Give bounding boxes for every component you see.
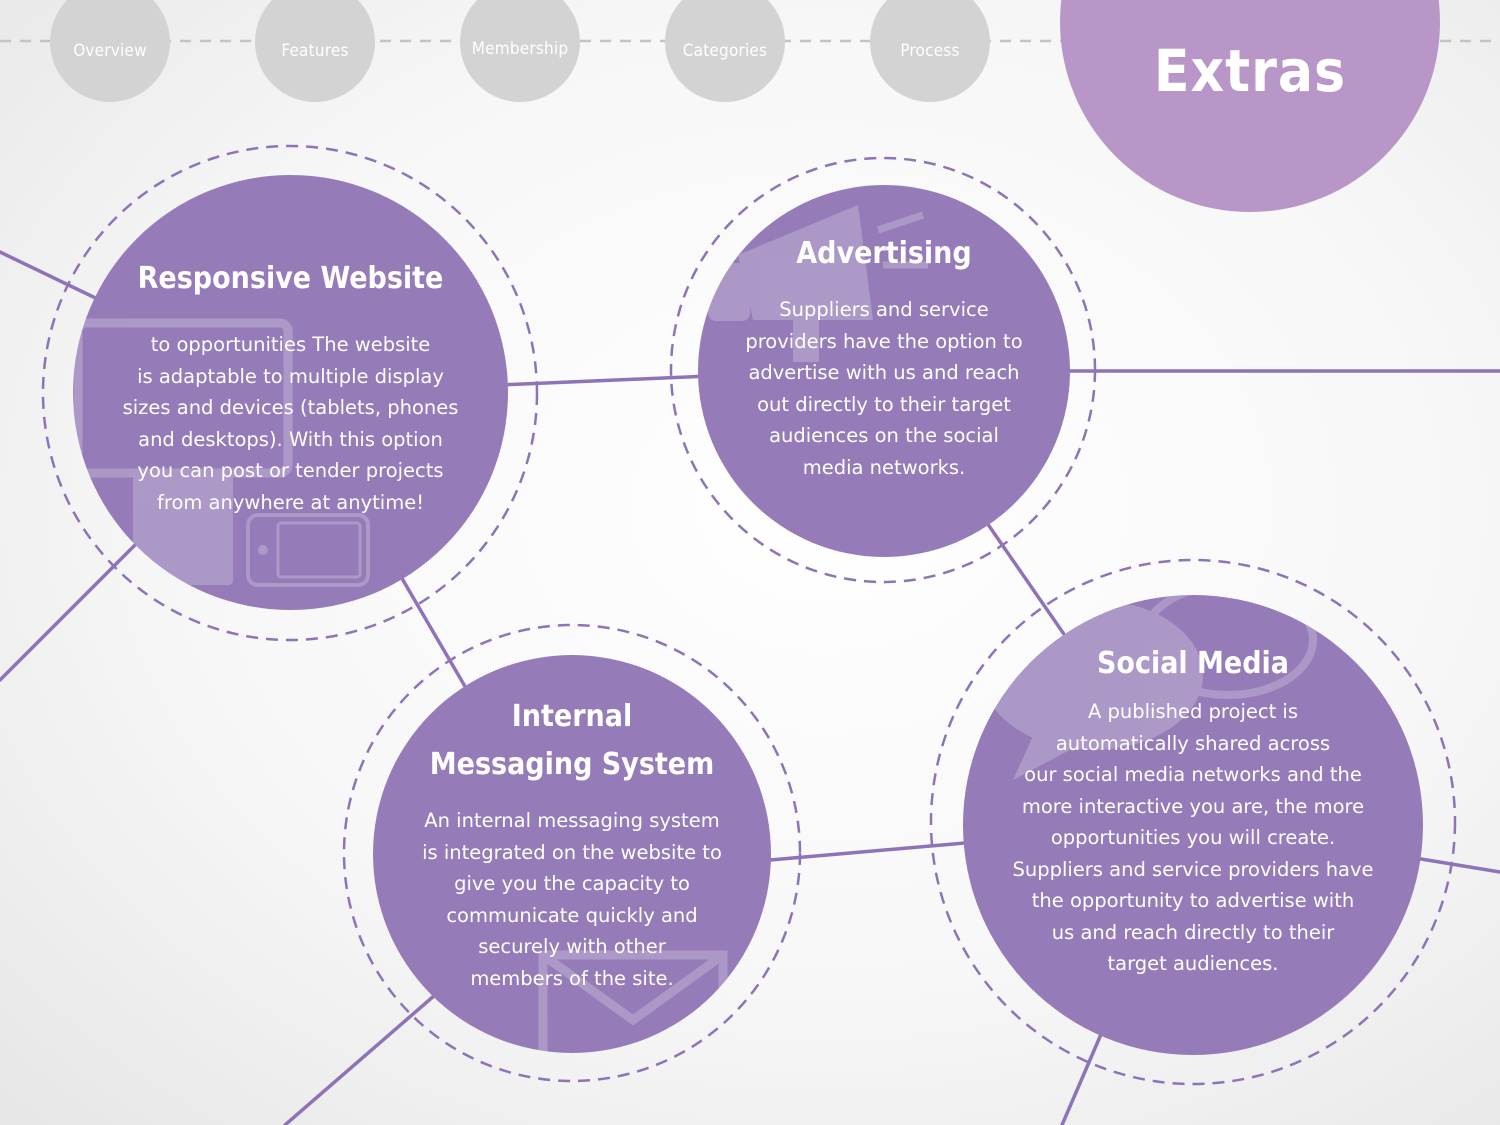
ring-responsive bbox=[41, 144, 539, 642]
feature-description: Suppliers and service providers have the… bbox=[745, 298, 1023, 479]
connector-left-bottom bbox=[0, 538, 142, 682]
nav-item-label: Overview bbox=[73, 41, 147, 61]
speech-bubbles-icon bbox=[983, 595, 1317, 780]
nav-item-categories[interactable]: Categories bbox=[665, 0, 785, 102]
nav-item-label: Process bbox=[900, 41, 960, 61]
feature-description: A published project is automatically sha… bbox=[1012, 700, 1374, 975]
devices-icon bbox=[73, 318, 370, 587]
feature-advertising: Advertising Suppliers and service provid… bbox=[698, 185, 1070, 557]
feature-title: Social Media bbox=[1096, 646, 1289, 681]
nav-item-overview[interactable]: Overview bbox=[50, 0, 170, 102]
connector-left-top bbox=[0, 250, 112, 307]
nav-item-membership[interactable]: Membership bbox=[460, 0, 580, 102]
feature-description: to opportunities The website is adaptabl… bbox=[122, 333, 459, 514]
feature-internal-messaging: Internal Messaging System An internal me… bbox=[373, 655, 771, 1053]
ring-social bbox=[929, 558, 1457, 1086]
connector-responsive-advertising bbox=[498, 374, 712, 387]
ring-messaging bbox=[342, 623, 802, 1083]
ring-advertising bbox=[669, 156, 1097, 584]
nav-item-label: Features bbox=[281, 41, 349, 61]
nav-item-features[interactable]: Features bbox=[255, 0, 375, 102]
envelope-icon bbox=[538, 950, 728, 1053]
feature-responsive-website: Responsive Website to opportunities The … bbox=[73, 175, 508, 610]
connector-responsive-messaging bbox=[398, 573, 472, 697]
feature-title: Advertising bbox=[796, 236, 972, 271]
megaphone-icon bbox=[708, 205, 928, 362]
connector-messaging-bottom bbox=[283, 993, 437, 1125]
feature-title: Internal Messaging System bbox=[429, 699, 715, 782]
connector-messaging-social bbox=[768, 841, 967, 862]
connector-social-right bbox=[1413, 856, 1500, 874]
feature-title: Responsive Website bbox=[137, 261, 444, 296]
feature-description: An internal messaging system is integrat… bbox=[422, 809, 722, 990]
connector-social-bottom bbox=[1060, 1023, 1107, 1125]
feature-social-media: Social Media A published project is auto… bbox=[963, 595, 1423, 1055]
connector-advertising-social bbox=[983, 518, 1070, 642]
page-title: Extras bbox=[1153, 37, 1347, 105]
nav-item-process[interactable]: Process bbox=[870, 0, 990, 102]
nav-item-label: Membership bbox=[471, 39, 569, 59]
nav-item-label: Categories bbox=[682, 41, 768, 61]
